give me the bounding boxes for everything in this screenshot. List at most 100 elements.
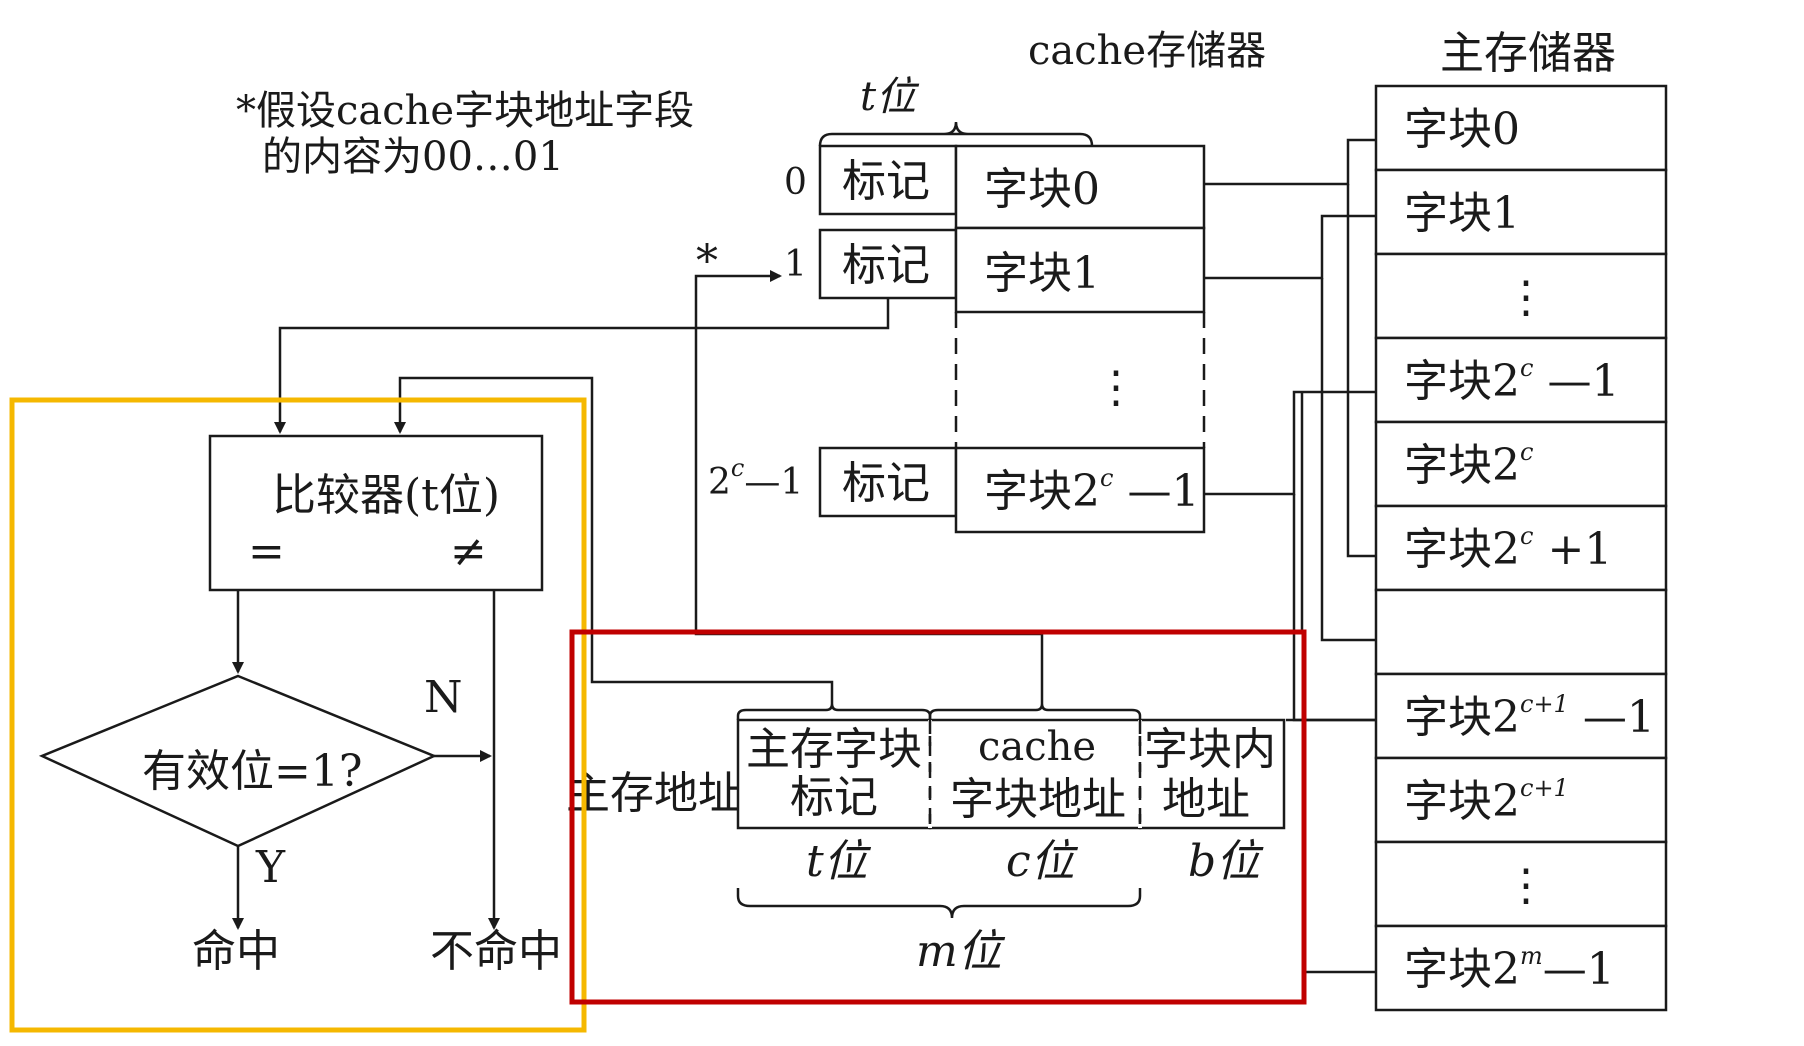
memory-row-label-base: 字块2 — [1404, 944, 1520, 995]
memory-row-label-base: 字块0 — [1404, 104, 1520, 155]
address-tag-top-brace — [736, 703, 932, 720]
cache-tag-brace-fix — [820, 126, 1092, 146]
address-field-tag-line1: 主存字块 — [746, 724, 922, 775]
memory-title: 主存储器 — [1440, 28, 1616, 79]
cache-star: * — [696, 236, 718, 287]
flow-cache-tag-to-comparator — [274, 298, 890, 434]
cache-tag-box-0 — [818, 144, 958, 216]
cache-row-index-last-sup: c — [731, 454, 744, 482]
memory-row-box — [1374, 168, 1668, 256]
address-width-t: t位 — [806, 836, 872, 887]
valid-no: N — [424, 672, 463, 723]
cache-tag-label-last: 标记 — [842, 458, 930, 509]
cache-tag-width-label: t位 — [860, 74, 920, 120]
address-label: 主存地址 — [566, 768, 742, 819]
comparator-label: 比较器(t位) — [272, 470, 500, 521]
memory-row-label-suffix: —1 — [1533, 356, 1619, 407]
cache-block-label-last: 字块2c —1 — [984, 464, 1199, 517]
address-field-offset-line1: 字块内 — [1144, 724, 1276, 775]
memory-row-box — [1374, 588, 1668, 676]
cache-row-index-last: 2c—1 — [708, 454, 803, 503]
flow-address-tag-to-comparator — [394, 376, 834, 704]
cache-ellipsis: ⋮ — [1094, 362, 1138, 413]
cache-row-index-1: 1 — [784, 244, 807, 285]
red-highlight-frame — [569, 629, 1307, 1005]
comparator-neq: ≠ — [450, 526, 487, 577]
memory-row-label-sup: c+1 — [1520, 690, 1569, 718]
cache-tag-label-0: 标记 — [842, 156, 930, 207]
memory-row-box — [1374, 840, 1668, 928]
address-field-cache-line2: 字块地址 — [950, 774, 1126, 825]
result-miss: 不命中 — [430, 926, 562, 977]
cache-row-index-last-base: 2 — [708, 462, 731, 503]
cache-tag-box-last — [818, 446, 958, 518]
memory-row-label-base: ⋮ — [1504, 272, 1548, 323]
yellow-highlight-frame — [9, 397, 587, 1033]
cache-block-label-1: 字块1 — [984, 248, 1100, 299]
cache-tag-label-1: 标记 — [842, 240, 930, 291]
memory-row-label-sup: c — [1520, 522, 1533, 550]
memory-row-label: 字块2c — [1404, 438, 1533, 491]
memory-row-label: 字块2m—1 — [1404, 942, 1615, 995]
cache-block-label-0: 字块0 — [984, 164, 1100, 215]
memory-row-label-base: 字块2 — [1404, 524, 1520, 575]
memory-row-label-sup: c — [1520, 354, 1533, 382]
note-line-2: 的内容为00…01 — [262, 134, 564, 180]
memory-row-label: ⋮ — [1504, 272, 1548, 323]
conn-block0 — [1204, 138, 1376, 186]
note-line-1: *假设cache字块地址字段 — [236, 88, 694, 134]
memory-row-box — [1374, 84, 1668, 172]
memory-row-label: ⋮ — [1504, 860, 1548, 911]
memory-row-label-base: 字块1 — [1404, 188, 1520, 239]
conn-block1 — [1204, 214, 1376, 280]
cache-block-last-base: 字块2 — [984, 466, 1100, 517]
memory-row-label: 字块0 — [1404, 104, 1520, 155]
cache-row-index-0: 0 — [784, 162, 807, 203]
memory-row-box — [1374, 504, 1668, 592]
address-width-c: c位 — [1006, 836, 1079, 887]
memory-row-label: 字块2c+1 —1 — [1404, 690, 1655, 743]
comparator-eq: = — [248, 526, 285, 577]
address-field-cache — [928, 718, 1142, 830]
memory-row-box — [1374, 420, 1668, 508]
cache-block-box-0 — [954, 144, 1206, 230]
address-cache-top-brace — [928, 703, 1142, 720]
memory-row-box — [1374, 756, 1668, 844]
memory-row-label-suffix: —1 — [1569, 692, 1655, 743]
memory-row-label: 字块1 — [1404, 188, 1520, 239]
conn-block1-b — [1320, 278, 1376, 642]
address-total-brace — [736, 888, 1142, 919]
memory-row-label-base: 字块2 — [1404, 440, 1520, 491]
address-width-b: b位 — [1188, 836, 1264, 887]
valid-yes: Y — [255, 842, 286, 893]
conn-block-last — [1204, 390, 1376, 496]
address-field-offset-line2: 地址 — [1162, 774, 1250, 825]
cache-memory-connections — [1204, 138, 1376, 974]
cache-row-index-last-suffix: —1 — [744, 462, 803, 503]
address-field-offset — [1138, 718, 1286, 830]
address-field-cache-line1: cache — [978, 724, 1096, 770]
cache-block-box-last — [954, 446, 1206, 534]
result-hit: 命中 — [192, 926, 280, 977]
memory-row-label-sup: c+1 — [1520, 774, 1569, 802]
memory-row-label: 字块2c —1 — [1404, 354, 1619, 407]
comparator-box — [208, 434, 544, 592]
memory-row-box — [1374, 252, 1668, 340]
valid-label: 有效位=1? — [142, 746, 362, 797]
memory-row-box — [1374, 924, 1668, 1012]
address-field-tag-line2: 标记 — [790, 772, 878, 823]
cache-tag-brace — [818, 121, 1094, 147]
memory-row-label-sup: c — [1520, 438, 1533, 466]
cache-block-last-sup: c — [1100, 464, 1113, 492]
memory-row-label-base: 字块2 — [1404, 776, 1520, 827]
memory-row-label-base: 字块2 — [1404, 356, 1520, 407]
address-total-label: m位 — [916, 926, 1006, 977]
conn-block0-b — [1346, 184, 1376, 558]
memory-row-label-suffix: +1 — [1533, 524, 1612, 575]
memory-row-label-base: 字块2 — [1404, 692, 1520, 743]
memory-row-label: 字块2c +1 — [1404, 522, 1612, 575]
memory-row-label-suffix: —1 — [1543, 944, 1615, 995]
memory-row-label: 字块2c+1 — [1404, 774, 1569, 827]
